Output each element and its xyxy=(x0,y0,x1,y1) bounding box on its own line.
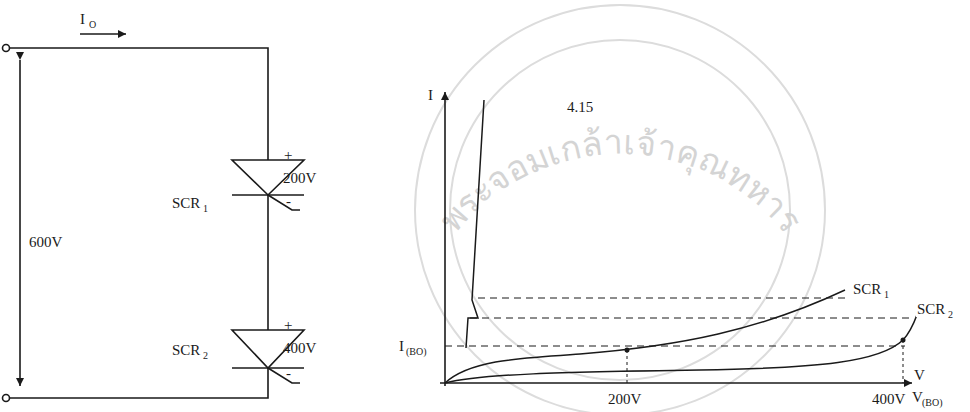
subscript: O xyxy=(89,20,96,30)
subscript: (BO) xyxy=(922,398,943,408)
subscript: 2 xyxy=(947,310,954,320)
subscript: 1 xyxy=(883,290,890,300)
current-label: I xyxy=(80,12,85,27)
subscript: 2 xyxy=(203,351,208,361)
polarity-mark: - xyxy=(286,366,291,381)
axis-name: V xyxy=(914,368,925,383)
axis-name: I xyxy=(428,88,433,103)
axis-value: 200V xyxy=(608,392,641,407)
voltage-label: 600V xyxy=(28,235,63,250)
part-name: SCR xyxy=(172,343,200,358)
scr-symbol xyxy=(232,330,304,383)
graph-axes xyxy=(440,92,912,386)
page-number: 4.15 xyxy=(566,100,594,115)
watermark-text: พระจอมเกล้าเจ้าคุณทหาร xyxy=(431,122,810,240)
breakover-point xyxy=(625,348,630,353)
breakover-drops xyxy=(627,340,903,383)
part-name: SCR xyxy=(172,196,200,211)
breakover-point xyxy=(901,338,906,343)
watermark-path: พระจอมเกล้าเจ้าคุณทหาร xyxy=(431,122,810,240)
axis-value: 400V xyxy=(872,392,905,407)
curve-label: SCR xyxy=(916,302,946,317)
subscript: 1 xyxy=(203,204,208,214)
voltage-label: 400V xyxy=(283,341,316,356)
axis-value: V xyxy=(912,390,923,405)
axis-value: I xyxy=(398,339,405,354)
watermark-emblem xyxy=(415,5,825,412)
iv-curves xyxy=(445,100,918,383)
circuit-wires xyxy=(3,34,269,402)
polarity-mark: + xyxy=(284,148,292,163)
voltage-label: 200V xyxy=(283,171,316,186)
subscript: (BO) xyxy=(405,347,428,357)
polarity-mark: - xyxy=(286,194,291,209)
curve-label: SCR xyxy=(852,282,882,297)
dashed-levels xyxy=(445,298,912,346)
polarity-mark: + xyxy=(284,318,292,333)
